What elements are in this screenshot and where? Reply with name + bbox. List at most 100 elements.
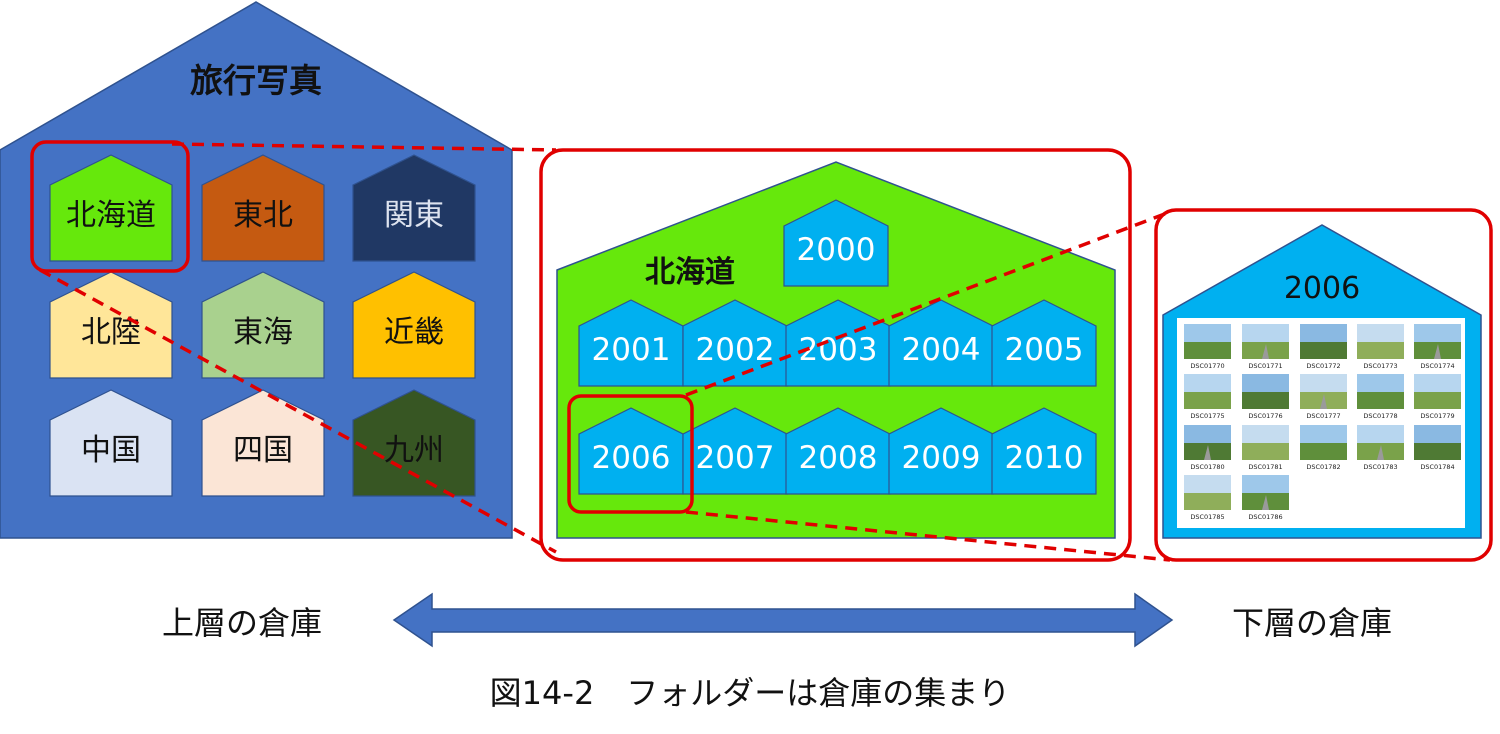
region-room[interactable]: 中国 — [49, 389, 173, 497]
year-room[interactable]: 2004 — [888, 299, 994, 387]
photo-thumbnail[interactable]: DSC01784 — [1414, 425, 1461, 471]
year-room[interactable]: 2001 — [578, 299, 684, 387]
photo-thumbnail[interactable]: DSC01775 — [1184, 374, 1231, 420]
region-room[interactable]: 関東 — [352, 154, 476, 262]
photo-filename: DSC01776 — [1248, 412, 1282, 420]
photo-ground — [1300, 342, 1347, 359]
travel-photos-title: 旅行写真 — [190, 61, 322, 100]
photo-road — [1434, 344, 1441, 359]
photo-thumbnail[interactable]: DSC01774 — [1414, 324, 1461, 370]
photo-thumbnail[interactable]: DSC01778 — [1357, 374, 1404, 420]
year-room[interactable]: 2003 — [785, 299, 891, 387]
photo-thumbnails: DSC01770 DSC01771 DSC01772 DSC01773 DSC01774… — [1184, 324, 1461, 521]
photo-thumbnail[interactable]: DSC01783 — [1357, 425, 1404, 471]
photo-road — [1204, 445, 1211, 460]
region-room-shape — [49, 154, 173, 262]
photo-ground — [1414, 443, 1461, 460]
photo-ground — [1414, 392, 1461, 409]
photo-thumbnail[interactable]: DSC01779 — [1414, 374, 1461, 420]
region-room[interactable]: 東北 — [201, 154, 325, 262]
year-room-shape — [783, 199, 889, 287]
photo-filename: DSC01779 — [1420, 412, 1454, 420]
photo-ground — [1184, 493, 1231, 510]
hokkaido-zoom-frame — [539, 148, 1132, 562]
year-room[interactable]: 2005 — [991, 299, 1097, 387]
year-room-label: 2002 — [696, 332, 775, 368]
region-room-shape — [352, 271, 476, 379]
region-room[interactable]: 近畿 — [352, 271, 476, 379]
zoom-lines — [39, 142, 1171, 562]
photo-filename: DSC01786 — [1248, 513, 1282, 521]
lower-warehouse-label: 下層の倉庫 — [1232, 604, 1393, 642]
region-room[interactable]: 北陸 — [49, 271, 173, 379]
region-room-label: 近畿 — [384, 315, 444, 350]
region-room-shape — [352, 154, 476, 262]
photo-ground — [1184, 392, 1231, 409]
photo-filename: DSC01784 — [1420, 463, 1454, 471]
region-room[interactable]: 北海道 — [49, 154, 173, 262]
year-room-label: 2007 — [696, 440, 775, 476]
photo-filename: DSC01777 — [1306, 412, 1340, 420]
year-2006-highlight — [567, 394, 694, 514]
year-room[interactable]: 2002 — [682, 299, 788, 387]
photo-ground — [1242, 392, 1289, 409]
photo-filename: DSC01774 — [1420, 362, 1454, 370]
photo-road — [1262, 344, 1269, 359]
photo-thumbnail[interactable]: DSC01781 — [1242, 425, 1289, 471]
year-room[interactable]: 2006 — [578, 407, 684, 495]
photo-thumbnail[interactable]: DSC01773 — [1357, 324, 1404, 370]
photo-ground — [1357, 392, 1404, 409]
year-2006-title: 2006 — [1284, 271, 1360, 306]
photo-thumbnail[interactable]: DSC01776 — [1242, 374, 1289, 420]
year-room-shape — [991, 299, 1097, 387]
region-room[interactable]: 東海 — [201, 271, 325, 379]
photo-ground — [1300, 443, 1347, 460]
photo-road — [1320, 394, 1327, 409]
region-room-label: 中国 — [81, 433, 141, 468]
region-room-label: 北海道 — [66, 198, 156, 233]
year-room-label: 2006 — [592, 440, 671, 476]
photo-thumbnail[interactable]: DSC01786 — [1242, 475, 1289, 521]
region-room-shape — [201, 154, 325, 262]
photo-road — [1377, 445, 1384, 460]
photo-thumbnail[interactable]: DSC01785 — [1184, 475, 1231, 521]
region-room-shape — [49, 389, 173, 497]
region-room-shape — [201, 389, 325, 497]
photo-filename: DSC01785 — [1190, 513, 1224, 521]
year-room[interactable]: 2007 — [682, 407, 788, 495]
region-room[interactable]: 四国 — [201, 389, 325, 497]
year-room-label: 2005 — [1005, 332, 1084, 368]
region-room-shape — [201, 271, 325, 379]
photo-thumbnail[interactable]: DSC01780 — [1184, 425, 1231, 471]
photo-thumbnail[interactable]: DSC01772 — [1300, 324, 1347, 370]
upper-warehouse-label: 上層の倉庫 — [162, 604, 323, 642]
hierarchy-arrow — [392, 592, 1174, 648]
photo-filename: DSC01783 — [1363, 463, 1397, 471]
photo-filename: DSC01770 — [1190, 362, 1224, 370]
photo-thumbnail[interactable]: DSC01771 — [1242, 324, 1289, 370]
region-room-label: 四国 — [233, 433, 293, 468]
photo-thumbnail[interactable]: DSC01782 — [1300, 425, 1347, 471]
region-room-shape — [352, 389, 476, 497]
year-room-label: 2000 — [797, 232, 876, 268]
year-room[interactable]: 2000 — [783, 199, 889, 287]
year-room-label: 2001 — [592, 332, 671, 368]
photo-filename: DSC01772 — [1306, 362, 1340, 370]
year-room[interactable]: 2009 — [888, 407, 994, 495]
hokkaido-highlight — [30, 140, 190, 273]
photo-filename: DSC01775 — [1190, 412, 1224, 420]
photo-thumbnail[interactable]: DSC01770 — [1184, 324, 1231, 370]
photo-ground — [1184, 342, 1231, 359]
region-room-label: 関東 — [384, 198, 444, 233]
year-room-label: 2008 — [799, 440, 878, 476]
photo-filename: DSC01771 — [1248, 362, 1282, 370]
region-room[interactable]: 九州 — [352, 389, 476, 497]
photo-filename: DSC01781 — [1248, 463, 1282, 471]
photo-filename: DSC01773 — [1363, 362, 1397, 370]
photo-ground — [1242, 443, 1289, 460]
photo-thumbnail[interactable]: DSC01777 — [1300, 374, 1347, 420]
year-room[interactable]: 2010 — [991, 407, 1097, 495]
photo-road — [1262, 495, 1269, 510]
photo-filename: DSC01780 — [1190, 463, 1224, 471]
